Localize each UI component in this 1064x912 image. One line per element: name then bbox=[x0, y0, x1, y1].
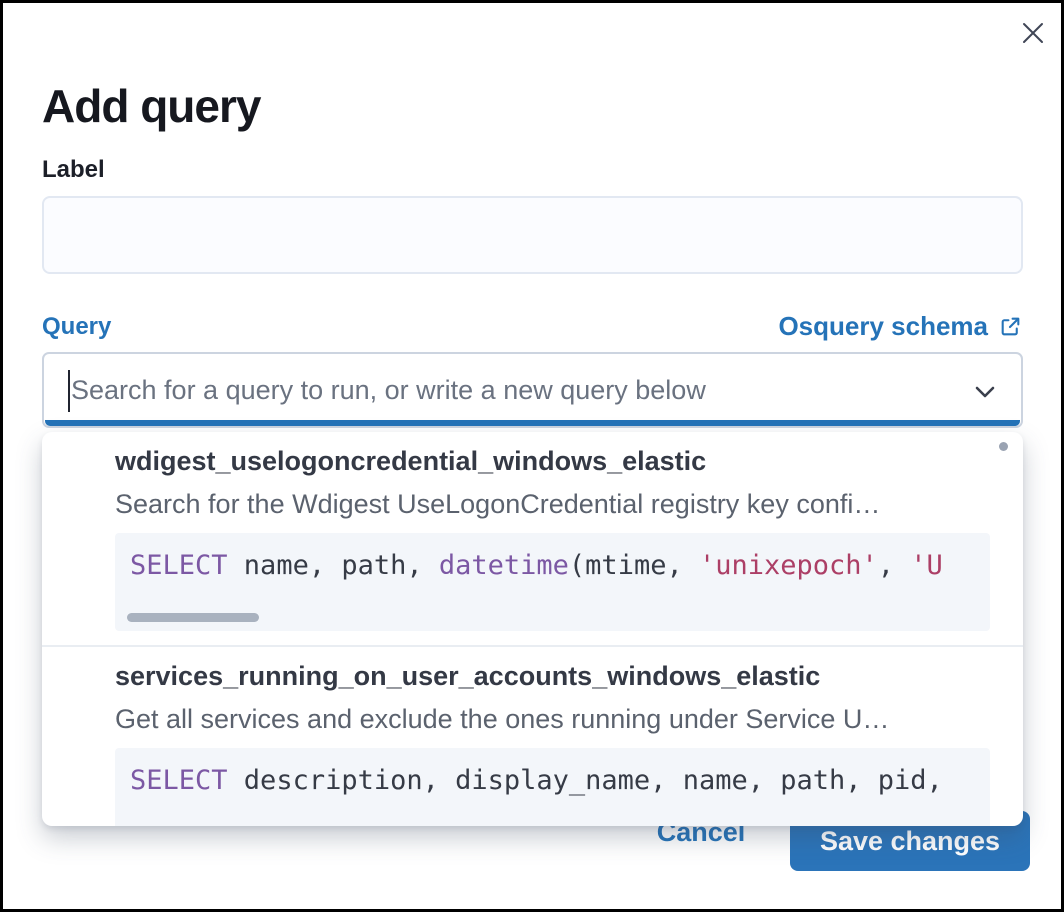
query-options-list: wdigest_uselogoncredential_windows_elast… bbox=[42, 432, 1023, 826]
close-button[interactable] bbox=[1013, 13, 1053, 53]
osquery-schema-link-label: Osquery schema bbox=[778, 311, 988, 341]
close-icon bbox=[1020, 20, 1046, 46]
option-code: SELECT name, path, datetime(mtime, 'unix… bbox=[130, 550, 943, 581]
query-search-input[interactable] bbox=[44, 354, 1021, 426]
external-link-icon bbox=[998, 314, 1023, 339]
code-block: SELECT description, display_name, name, … bbox=[115, 748, 990, 826]
query-field-label: Query bbox=[42, 313, 112, 340]
label-field-label: Label bbox=[42, 156, 105, 183]
query-option[interactable]: wdigest_uselogoncredential_windows_elast… bbox=[42, 432, 1023, 645]
chevron-down-icon[interactable] bbox=[973, 380, 997, 404]
label-input[interactable] bbox=[42, 196, 1023, 274]
code-hscrollbar-thumb[interactable] bbox=[127, 613, 259, 622]
option-description: Search for the Wdigest UseLogonCredentia… bbox=[115, 489, 881, 519]
option-description: Get all services and exclude the ones ru… bbox=[115, 704, 890, 734]
code-block: SELECT name, path, datetime(mtime, 'unix… bbox=[115, 533, 990, 631]
option-title: wdigest_uselogoncredential_windows_elast… bbox=[115, 446, 707, 476]
query-suggestions-panel: wdigest_uselogoncredential_windows_elast… bbox=[42, 432, 1023, 826]
page-title: Add query bbox=[42, 79, 261, 132]
text-caret bbox=[68, 370, 70, 412]
query-option[interactable]: services_running_on_user_accounts_window… bbox=[42, 645, 1023, 826]
osquery-schema-link[interactable]: Osquery schema bbox=[778, 311, 1023, 342]
option-title: services_running_on_user_accounts_window… bbox=[115, 661, 821, 691]
focus-underline bbox=[45, 420, 1020, 426]
query-combobox bbox=[42, 352, 1023, 428]
option-code: SELECT description, display_name, name, … bbox=[130, 765, 943, 796]
vertical-scrollbar-thumb[interactable] bbox=[999, 442, 1008, 451]
